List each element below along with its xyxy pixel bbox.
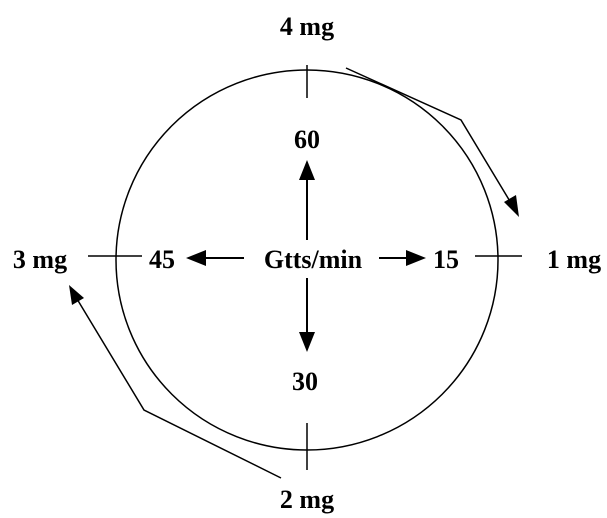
rate-label-right: 15 — [433, 245, 459, 274]
center-label: Gtts/min — [264, 245, 363, 274]
arrowhead-4mg-to-1mg — [504, 195, 519, 217]
arrowhead-up — [299, 160, 315, 180]
rate-label-left: 45 — [149, 245, 175, 274]
arrow-2mg-to-3mg — [70, 288, 282, 479]
outer-arrows — [69, 67, 519, 479]
arrowhead-down — [299, 332, 315, 352]
inner-arrows — [186, 160, 426, 352]
rate-label-top: 60 — [294, 125, 320, 154]
dose-label-left: 3 mg — [13, 245, 67, 274]
arrow-4mg-to-1mg — [345, 67, 518, 214]
dose-label-right: 1 mg — [547, 245, 601, 274]
dose-label-bottom: 2 mg — [280, 485, 334, 514]
arrowhead-left — [186, 250, 206, 266]
arrowhead-right — [406, 250, 426, 266]
dose-label-top: 4 mg — [280, 12, 334, 41]
arrowhead-2mg-to-3mg — [69, 285, 84, 305]
rate-label-bottom: 30 — [292, 367, 318, 396]
